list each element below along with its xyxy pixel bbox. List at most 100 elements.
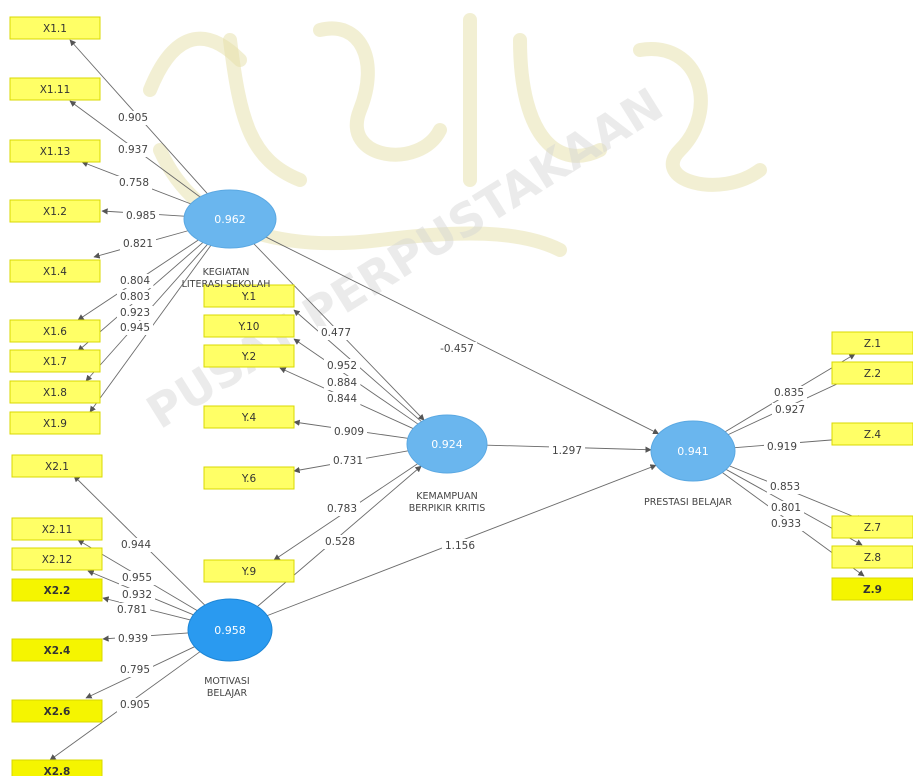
indicator-x2-11[interactable]: X2.11	[11, 517, 103, 541]
indicator-x2-12[interactable]: X2.12	[11, 547, 103, 571]
indicator-box	[11, 517, 103, 541]
loading-x1-11: 0.937	[118, 144, 148, 156]
loading-x2-11: 0.955	[122, 572, 152, 584]
latent-ellipse	[187, 598, 273, 662]
loading-y-4-bg	[330, 425, 368, 439]
indicator-label: X2.4	[44, 645, 71, 657]
indicator-box	[9, 319, 101, 343]
indicator-x1-4[interactable]: X1.4	[9, 259, 101, 283]
loading-y-9-bg	[323, 502, 361, 516]
watermark-text: PUSAT PERPUSTAKAAN	[137, 77, 672, 439]
path-coef-mb-pb-bg	[441, 539, 479, 553]
indicator-x1-6[interactable]: X1.6	[9, 319, 101, 343]
indicator-x1-7[interactable]: X1.7	[9, 349, 101, 373]
indicator-box	[203, 314, 295, 338]
indicator-x1-2[interactable]: X1.2	[9, 199, 101, 223]
indicator-box	[831, 361, 913, 385]
latent-name-line: KEMAMPUAN	[416, 491, 477, 502]
loading-y-6-bg	[329, 454, 367, 468]
indicator-box	[9, 139, 101, 163]
path-coef-kls-kbk: 0.844	[327, 393, 357, 405]
path-coef-mb-kbk-bg	[321, 535, 359, 549]
indicator-label: Y.6	[241, 473, 257, 485]
indicator-x2-8[interactable]: X2.8	[11, 759, 103, 776]
indicator-y-10[interactable]: Y.10	[203, 314, 295, 338]
loading-x1-6: 0.804	[120, 275, 150, 287]
indicator-y-2[interactable]: Y.2	[203, 344, 295, 368]
indicator-x2-1[interactable]: X2.1	[11, 454, 103, 478]
indicator-label: X2.2	[44, 585, 71, 597]
loading-z-8: 0.801	[771, 502, 801, 514]
loading-x2-8-bg	[116, 698, 154, 712]
indicator-label: Y.4	[241, 412, 257, 424]
indicator-z-7[interactable]: Z.7	[831, 515, 913, 539]
loading-x1-13-bg	[115, 176, 153, 190]
indicator-label: Y.10	[238, 321, 260, 333]
loading-y-1: 0.477	[321, 327, 351, 339]
indicator-z-8[interactable]: Z.8	[831, 545, 913, 569]
indicator-x2-4[interactable]: X2.4	[11, 638, 103, 662]
loading-x2-2-bg	[113, 603, 151, 617]
indicator-z-1[interactable]: Z.1	[831, 331, 913, 355]
indicator-label: X1.7	[43, 356, 67, 368]
indicator-box	[831, 331, 913, 355]
indicator-box	[831, 515, 913, 539]
indicator-y-4[interactable]: Y.4	[203, 405, 295, 429]
indicator-label: X2.6	[44, 706, 71, 718]
indicator-y-6[interactable]: Y.6	[203, 466, 295, 490]
loading-y-6: 0.731	[333, 455, 363, 467]
loading-x1-4: 0.821	[123, 238, 153, 250]
indicator-label: X1.9	[43, 418, 67, 430]
latent-ellipse	[183, 189, 277, 249]
loading-x1-13: 0.758	[119, 177, 149, 189]
latent-ellipse	[650, 420, 736, 482]
loading-x1-9: 0.945	[120, 322, 150, 334]
indicator-x1-11[interactable]: X1.11	[9, 77, 101, 101]
indicators-layer: X1.1X1.11X1.13X1.2X1.4X1.6X1.7X1.8X1.9Y.…	[9, 16, 913, 776]
indicator-x1-8[interactable]: X1.8	[9, 380, 101, 404]
path-coef-mb-pb: 1.156	[445, 540, 475, 552]
indicator-z-2[interactable]: Z.2	[831, 361, 913, 385]
loading-x2-1-bg	[117, 538, 155, 552]
loading-x1-2: 0.985	[126, 210, 156, 222]
indicator-box	[203, 344, 295, 368]
indicator-label: X1.6	[43, 326, 67, 338]
loading-x1-9-bg	[116, 321, 154, 335]
indicator-y-1[interactable]: Y.1	[203, 284, 295, 308]
indicator-z-9[interactable]: Z.9	[831, 577, 913, 601]
loading-z-7: 0.853	[770, 481, 800, 493]
loading-z-1: 0.835	[774, 387, 804, 399]
loading-x2-8: 0.905	[120, 699, 150, 711]
loading-z-1-bg	[770, 386, 808, 400]
latent-name-line: BELAJAR	[207, 688, 248, 699]
indicator-label: Y.9	[241, 566, 256, 578]
loading-x2-4: 0.939	[118, 633, 148, 645]
loading-z-9: 0.933	[771, 518, 801, 530]
indicator-x2-6[interactable]: X2.6	[11, 699, 103, 723]
indicator-box	[11, 759, 103, 776]
indicator-x1-1[interactable]: X1.1	[9, 16, 101, 40]
indicator-box	[203, 559, 295, 583]
indicator-z-4[interactable]: Z.4	[831, 422, 913, 446]
indicator-box	[9, 349, 101, 373]
loading-x1-6-bg	[116, 274, 154, 288]
loading-x1-2-bg	[122, 209, 160, 223]
indicator-y-9[interactable]: Y.9	[203, 559, 295, 583]
indicator-box	[831, 577, 913, 601]
indicator-label: Y.1	[241, 291, 256, 303]
path-coef-kls-kbk-bg	[323, 392, 361, 406]
path-coef-kls-pb: -0.457	[440, 343, 474, 355]
path-kls-pb	[265, 236, 660, 435]
indicator-x1-13[interactable]: X1.13	[9, 139, 101, 163]
indicator-label: Z.2	[864, 368, 881, 380]
indicator-x2-2[interactable]: X2.2	[11, 578, 103, 602]
indicator-box	[9, 199, 101, 223]
indicator-x1-9[interactable]: X1.9	[9, 411, 101, 435]
loading-x2-1: 0.944	[121, 539, 151, 551]
indicator-box	[11, 547, 103, 571]
